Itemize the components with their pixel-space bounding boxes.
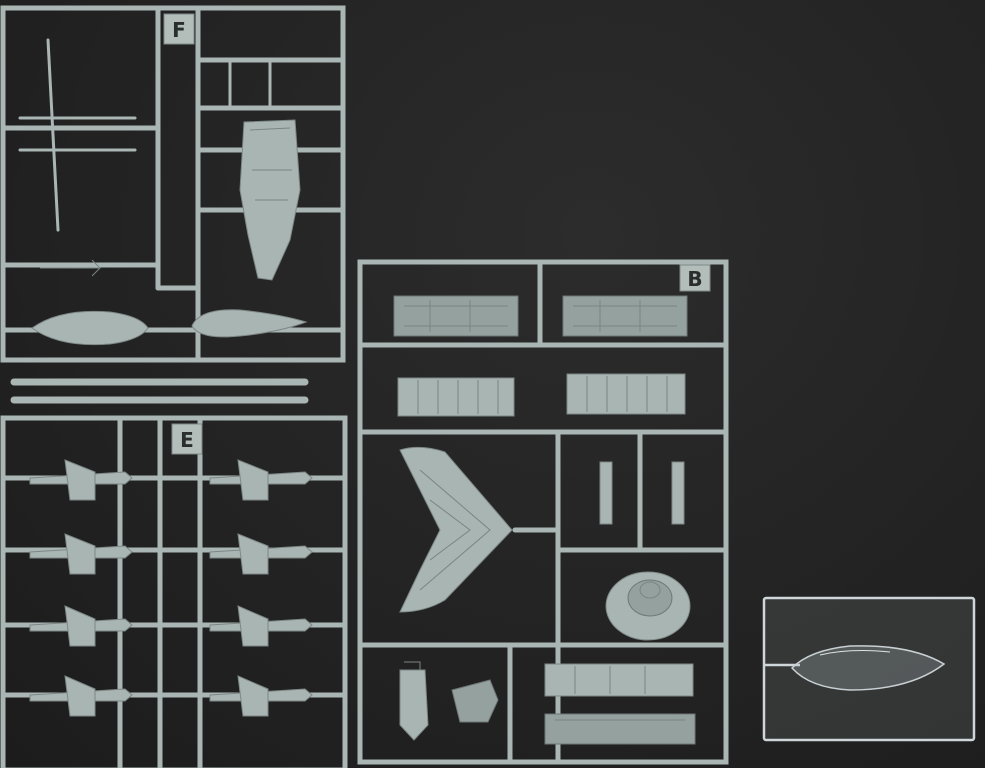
missile-parts-left: [29, 459, 133, 717]
strut-part-1: [599, 461, 613, 525]
sprue-b: B: [357, 259, 729, 765]
strut-part-2: [671, 461, 685, 525]
wheel-well-panel-right: [562, 295, 688, 337]
tag-f: F: [163, 13, 195, 45]
wheel-well-panel-left: [393, 295, 519, 337]
instrument-cluster-part: [451, 679, 499, 723]
sprue-letter: B: [687, 267, 702, 291]
tailplane-part: [399, 446, 513, 613]
canopy-clear-part: [790, 645, 946, 691]
seat-part: [399, 669, 429, 741]
long-panel-bottom: [544, 713, 696, 745]
sprue-letter: F: [172, 18, 186, 42]
tag-b: B: [679, 264, 711, 292]
loose-sprue-bars: [10, 378, 309, 404]
missile-parts-right: [209, 459, 313, 717]
ribbed-panel-left: [397, 377, 515, 417]
sprue-letter: E: [180, 428, 194, 452]
sprue-e: E: [0, 415, 348, 768]
drop-tank-left-part: [31, 310, 149, 346]
long-panel-top: [544, 663, 694, 697]
drop-tank-right-part: [191, 309, 308, 338]
sprue-f: F: [0, 5, 346, 363]
tag-e: E: [171, 423, 203, 455]
clear-sprue: [762, 596, 976, 742]
